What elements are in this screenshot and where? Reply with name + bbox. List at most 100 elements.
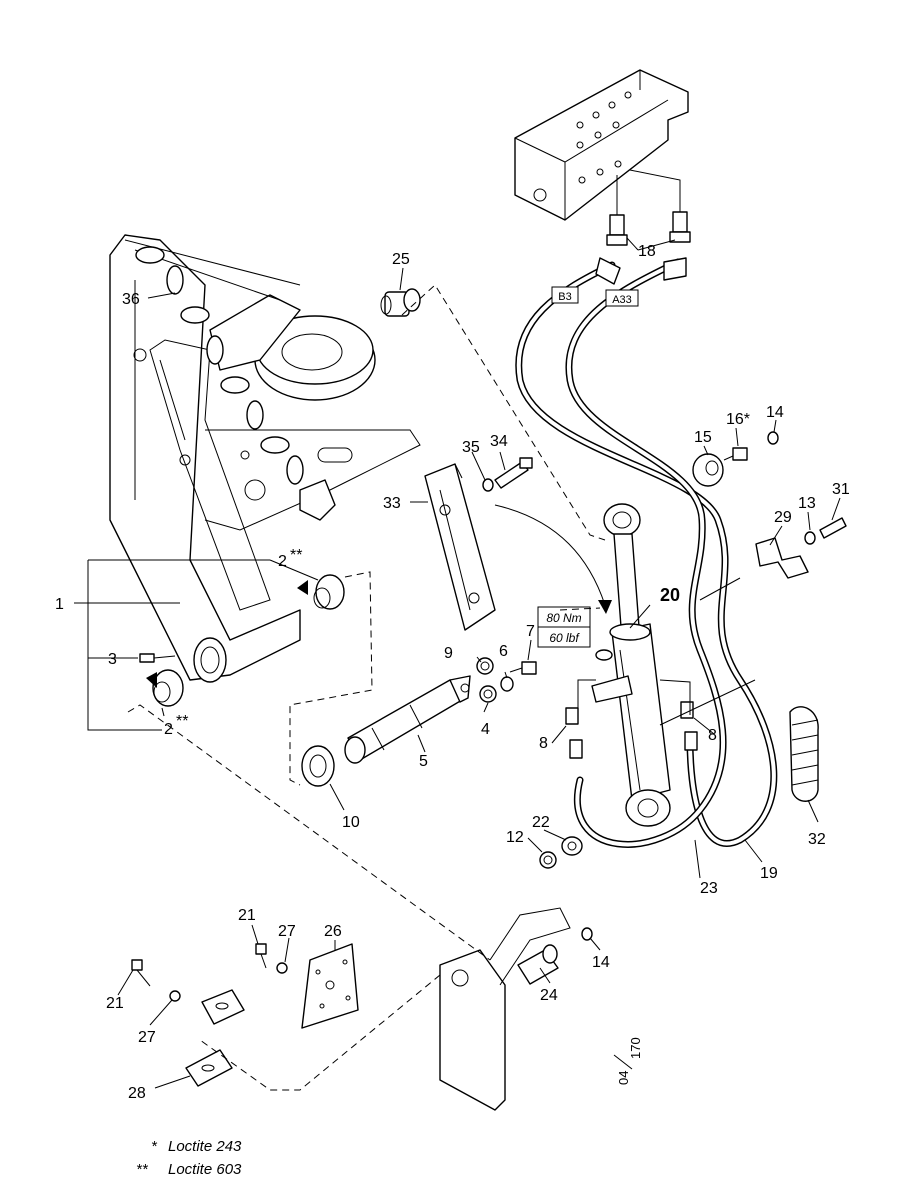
callout-2-upper-mark: ** [290,547,302,564]
washer-6 [500,676,514,692]
clamp-29 [755,537,809,579]
callout-27-upper: 27 [278,923,296,940]
fitting-8-right [680,701,698,751]
bolt-21-lower [131,959,151,987]
callout-33: 33 [383,495,401,512]
callout-22: 22 [532,814,550,831]
dash-plate-to-block [199,974,441,1091]
pivot-mount-plate [204,429,421,531]
callout-6: 6 [499,643,508,660]
callout-31: 31 [832,481,850,498]
drawing-id-bottom: 170 [628,1037,643,1059]
callout-20: 20 [660,585,680,605]
mounting-plate [439,907,571,1111]
callout-27-lower: 27 [138,1029,156,1046]
bolt-21-upper [255,943,267,969]
callout-16: 16* [726,411,750,428]
washer-27-lower [169,990,181,1002]
bolt-7 [509,661,537,675]
drawing-id-top: 04 [616,1071,631,1085]
bracket-33 [424,463,496,631]
hose-label-b3-text: B3 [558,291,571,303]
bolt-31 [819,517,847,539]
washer-14-bottom [581,927,593,941]
callout-15: 15 [694,429,712,446]
legend-single-text: Loctite 243 [168,1138,242,1155]
callout-36: 36 [122,291,140,308]
grease-nipple-3 [139,653,176,663]
callout-9: 9 [444,645,453,662]
block-28-lower [185,1049,233,1087]
bushing-2-lower [152,669,184,707]
torque-arrow-head [598,600,612,614]
callout-21-lower: 21 [106,995,124,1012]
callout-29: 29 [774,509,792,526]
callout-8-left: 8 [539,735,548,752]
dash-torque [559,607,601,611]
chain-36 [124,239,336,521]
pin-5 [344,675,471,764]
turntable-ring [209,294,376,401]
callout-1: 1 [55,596,64,613]
hose-label-b3: B3 [551,286,579,304]
callout-25: 25 [392,251,410,268]
callout-labels: 36 25 1 2 ** 3 2 ** 35 34 33 9 6 7 4 5 1… [55,243,850,1102]
valve-block [514,69,689,221]
callout-12: 12 [506,829,524,846]
leader-lines [74,237,841,1089]
torque-nm-text: 80 Nm [546,611,581,625]
bolt-34 [494,457,533,489]
drawing-id: 04 170 [613,1037,643,1085]
washer-22 [561,836,583,856]
bushing-15 [692,453,724,487]
dash-to-plate [127,704,491,961]
callout-4: 4 [481,721,490,738]
screw-16 [723,447,748,461]
callout-10: 10 [342,814,360,831]
callout-3: 3 [108,651,117,668]
washer-27-upper [276,962,288,974]
dash-pin-path [289,571,373,786]
callout-21-upper: 21 [238,907,256,924]
callout-19: 19 [760,865,778,882]
callout-35: 35 [462,439,480,456]
nut-9 [476,657,494,675]
plate-26 [301,943,359,1029]
callout-28: 28 [128,1085,146,1102]
cylinder-pipes [577,679,691,716]
callout-32: 32 [808,831,826,848]
callout-5: 5 [419,753,428,770]
block-28-upper [201,989,245,1025]
legend: * Loctite 243 ** Loctite 603 [136,1138,242,1178]
washer-13 [804,531,816,545]
spiral-guard-32 [789,706,819,802]
fitting-18-right [629,169,691,243]
callout-14-bottom: 14 [592,954,610,971]
nut-12 [539,851,557,869]
callout-2-lower-mark: ** [176,713,188,730]
callout-8-right: 8 [708,727,717,744]
callout-34: 34 [490,433,508,450]
legend-double-mark: ** [136,1161,149,1178]
washer-35 [482,478,494,492]
callout-24: 24 [540,987,558,1004]
hose-19 [515,261,778,847]
callout-23: 23 [700,880,718,897]
torque-lbf-text: 60 lbf [549,631,580,645]
callout-2-upper: 2 [278,553,287,570]
nut-4 [479,685,497,703]
bushing-arrow-lower [146,672,157,688]
legend-double-text: Loctite 603 [168,1161,242,1178]
legend-single-mark: * [151,1138,158,1155]
callout-13: 13 [798,495,816,512]
washer-10 [301,745,335,787]
hose-label-a33-text: A33 [612,294,632,306]
bushing-arrow-upper [297,580,308,595]
sensor-24 [517,944,559,985]
hose-end-a33 [663,257,687,281]
hose-label-a33: A33 [605,289,639,307]
hose-23 [565,258,727,848]
callout-14-top: 14 [766,404,784,421]
torque-spec-box: 80 Nm 60 lbf [537,606,591,648]
